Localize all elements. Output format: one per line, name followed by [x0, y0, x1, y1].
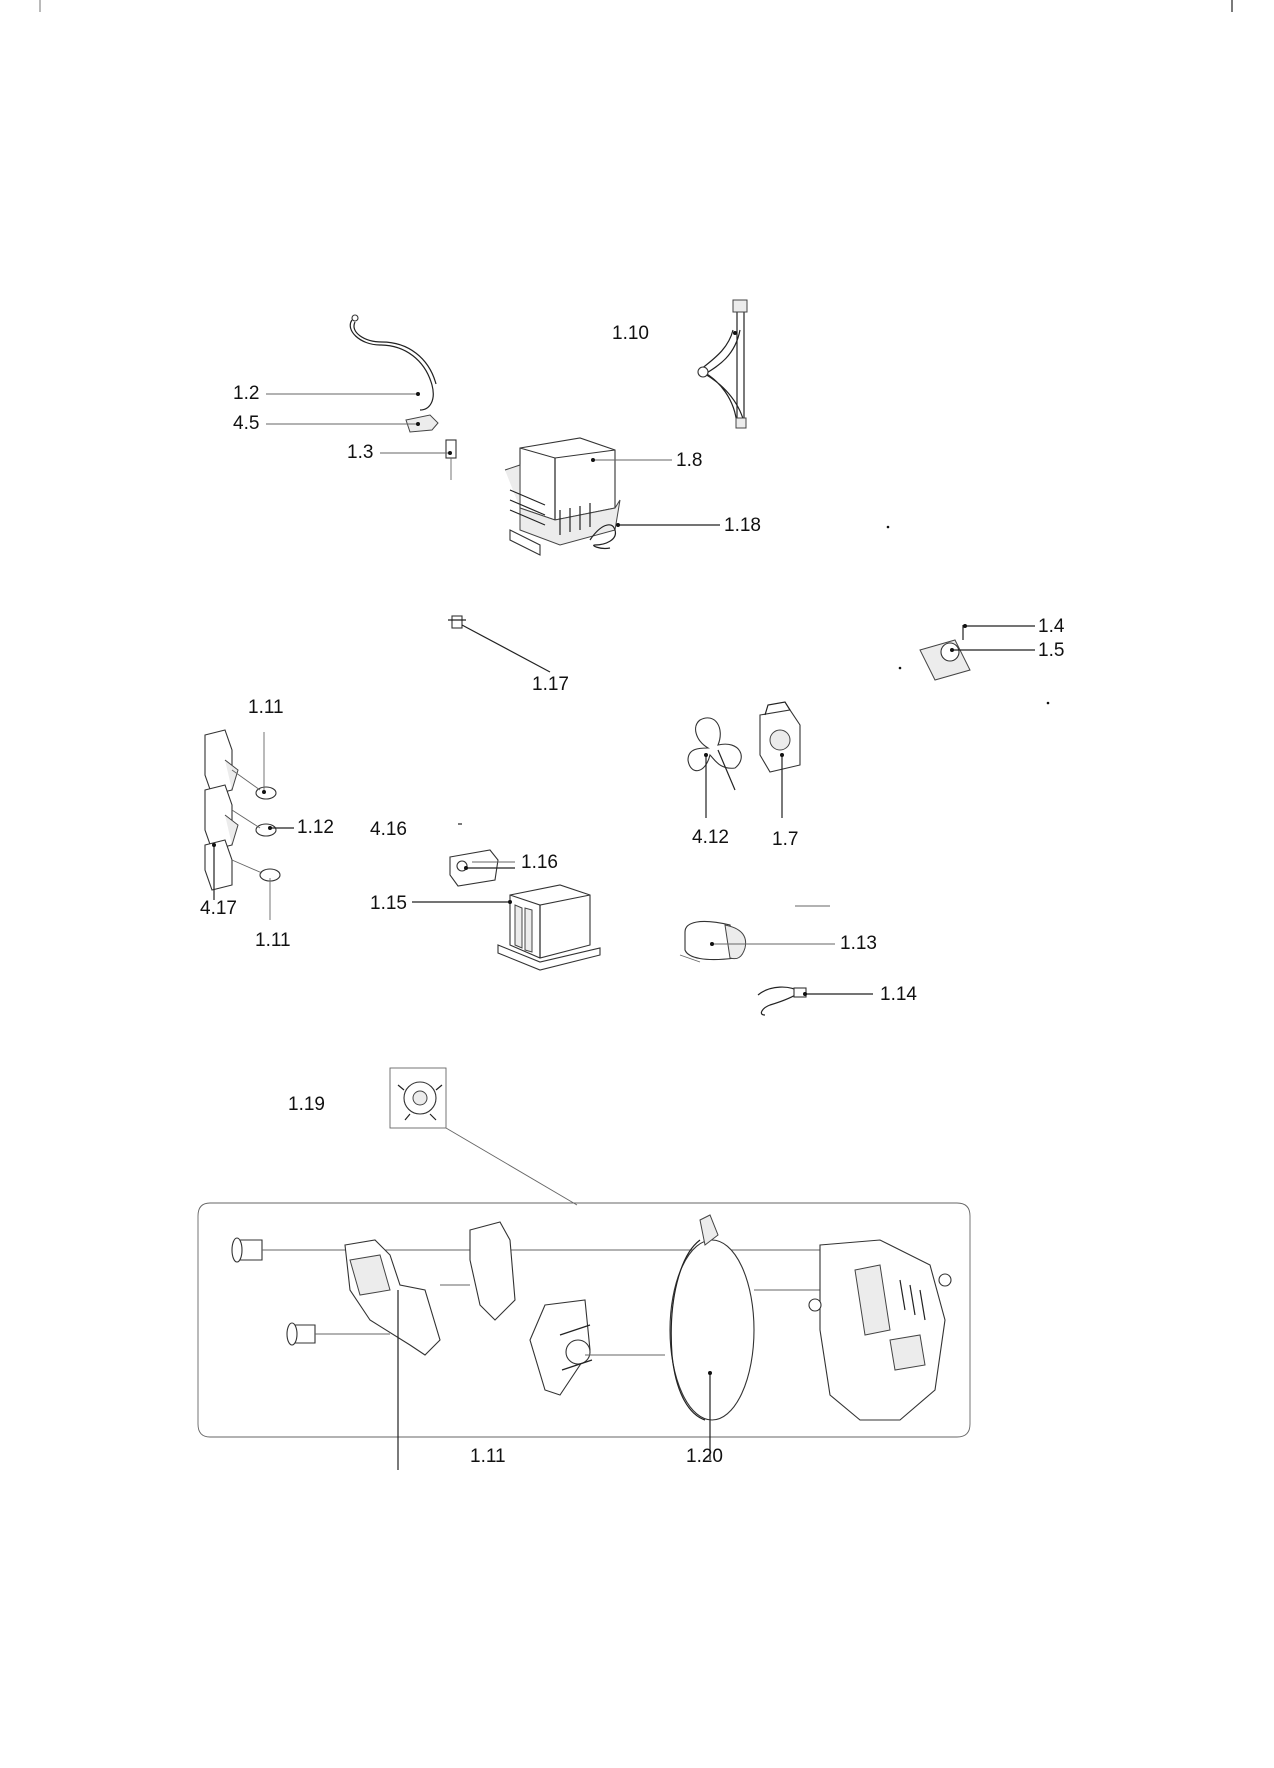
lamp-icon	[919, 625, 971, 681]
label-1-13: 1.13	[840, 933, 877, 954]
timer-icon	[389, 1067, 447, 1129]
transformer-icon	[497, 884, 601, 971]
label-1-2: 1.2	[233, 383, 260, 404]
screw-icon-1-3	[445, 439, 457, 480]
label-1-15: 1.15	[370, 893, 407, 914]
magnetron-icon	[504, 437, 621, 556]
fuse-holder-icon	[449, 823, 499, 887]
label-1-3: 1.3	[347, 442, 374, 463]
label-1-14: 1.14	[880, 984, 917, 1005]
fan-motor-icon	[759, 701, 801, 773]
wire-harness-icon	[349, 314, 437, 411]
label-4-12: 4.12	[692, 827, 729, 848]
switch-group-icon	[204, 729, 281, 891]
label-1-19: 1.19	[288, 1094, 325, 1115]
label-4-17: 4.17	[200, 898, 237, 919]
label-1-5: 1.5	[1038, 640, 1065, 661]
timer-assembly-icon	[231, 1214, 952, 1470]
label-4-5: 4.5	[233, 413, 260, 434]
label-1-12: 1.12	[297, 817, 334, 838]
label-1-10: 1.10	[612, 323, 649, 344]
label-1-20: 1.20	[686, 1446, 723, 1467]
label-1-16: 1.16	[521, 852, 558, 873]
screw-icon-1-17	[448, 615, 466, 629]
label-1-4: 1.4	[1038, 616, 1065, 637]
label-1-18: 1.18	[724, 515, 761, 536]
cable-icon	[697, 299, 748, 429]
label-4-16: 4.16	[370, 819, 407, 840]
fan-blade-icon	[687, 717, 742, 791]
label-1-11-mid: 1.11	[255, 930, 291, 951]
timer-assembly-frame	[197, 1202, 971, 1438]
diode-icon	[757, 986, 807, 1016]
wire-icon	[589, 524, 617, 550]
label-1-7: 1.7	[772, 829, 799, 850]
label-1-17: 1.17	[532, 674, 569, 695]
capacitor-icon	[679, 905, 830, 963]
clip-icon	[405, 414, 439, 433]
label-1-11-bottom: 1.11	[470, 1446, 506, 1467]
label-1-11-top: 1.11	[248, 697, 284, 718]
label-1-8: 1.8	[676, 450, 703, 471]
